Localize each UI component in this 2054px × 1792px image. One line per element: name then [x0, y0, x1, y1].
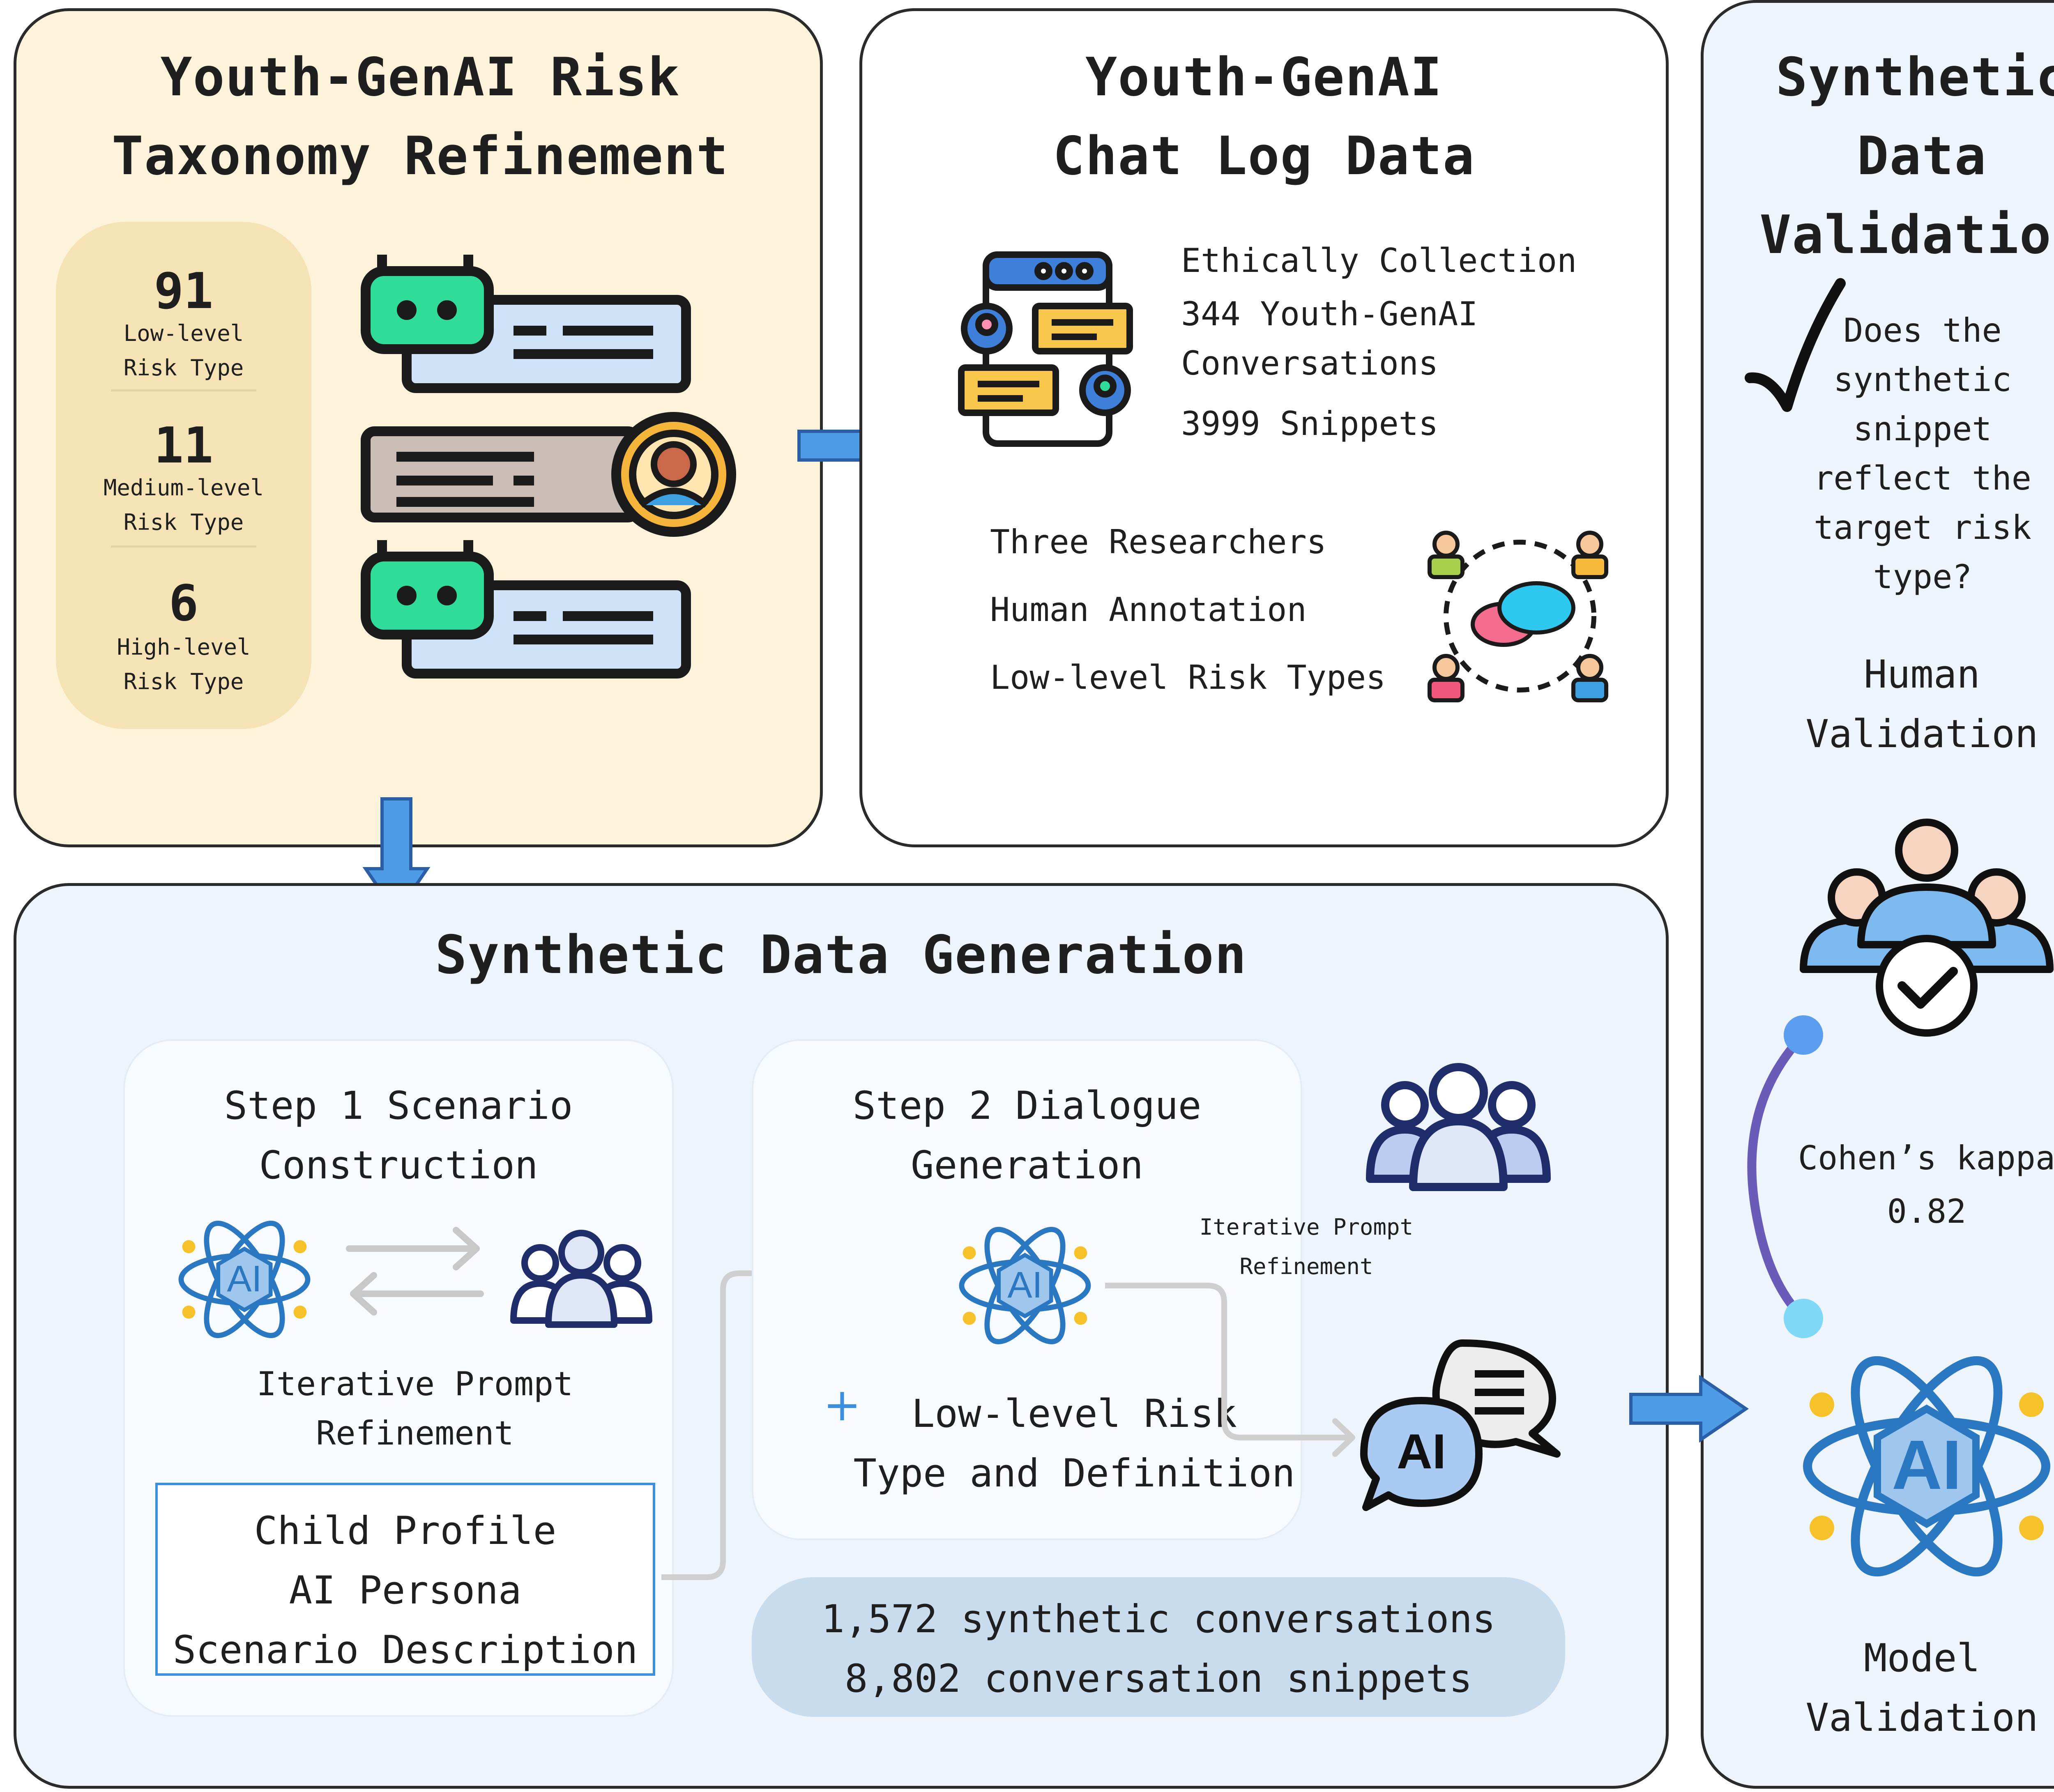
step2-refine-label: Iterative Prompt Refinement — [1199, 1214, 1414, 1279]
profile-line-2: AI Persona — [289, 1568, 522, 1613]
profile-line-3: Scenario Description — [173, 1628, 638, 1672]
step2-title: Step 2 Dialogue Generation — [852, 1083, 1202, 1188]
chatlog-title: Youth-GenAI Chat Log Data — [1053, 47, 1475, 187]
flow-connector-2 — [1105, 1283, 1355, 1457]
output-summary-pill — [752, 1577, 1565, 1717]
plus-icon: + — [823, 1378, 861, 1431]
arrow-right-icon-2 — [1629, 1375, 1749, 1443]
ai-atom-small-icon: AI — [178, 1221, 311, 1338]
validation-title: Synthetic Data Validation — [1759, 47, 2054, 266]
phone-chat-icon — [958, 251, 1133, 447]
high-level-count: 6 — [168, 575, 199, 632]
medium-level-count: 11 — [154, 417, 214, 474]
taxonomy-stats-card — [56, 222, 311, 729]
ai-atom-step2-text: AI — [1007, 1264, 1042, 1306]
people-group-icon — [1366, 1063, 1551, 1191]
ai-atom-small-text: AI — [227, 1258, 262, 1300]
researchers-discussion-icon — [1428, 531, 1608, 702]
validation-question: Does the synthetic snippet reflect the t… — [1814, 311, 2031, 596]
annotation-line-3: Low-level Risk Types — [990, 658, 1386, 697]
output-line-1: 1,572 synthetic conversations — [821, 1597, 1496, 1642]
chatlog-line-2: 344 Youth-GenAI — [1181, 295, 1478, 333]
step1-title: Step 1 Scenario Construction — [224, 1083, 573, 1188]
checkmark-icon — [1745, 278, 1846, 412]
kappa-connector — [1747, 1015, 1823, 1338]
risk-type-label: Low-level Risk Type and Definition — [853, 1392, 1295, 1496]
profile-line-1: Child Profile — [254, 1509, 557, 1553]
annotation-line-1: Three Researchers — [990, 523, 1326, 561]
stats-divider — [111, 545, 256, 547]
taxonomy-title: Youth-GenAI Risk Taxonomy Refinement — [111, 47, 729, 187]
ai-chat-bubble-icon: AI — [1360, 1339, 1561, 1511]
ai-atom-text: AI — [1892, 1426, 1962, 1504]
exchange-arrows-icon — [346, 1227, 484, 1316]
high-level-label: High-level Risk Type — [117, 634, 251, 695]
model-validation-label: Model Validation — [1805, 1636, 2038, 1740]
stats-divider — [111, 389, 256, 391]
ai-atom-icon: AI — [1803, 1356, 2050, 1577]
user-group-icon — [510, 1230, 652, 1328]
medium-level-label: Medium-level Risk Type — [103, 475, 264, 535]
annotation-line-2: Human Annotation — [990, 591, 1307, 629]
human-validation-label: Human Validation — [1805, 652, 2038, 757]
chatlog-line-1: Ethically Collection — [1181, 242, 1577, 280]
profile-box — [155, 1483, 655, 1676]
low-level-count: 91 — [154, 263, 214, 320]
chatlog-line-3: Conversations — [1181, 344, 1439, 382]
ai-chat-badge-text: AI — [1397, 1424, 1446, 1479]
low-level-label: Low-level Risk Type — [123, 320, 244, 381]
output-line-2: 8,802 conversation snippets — [844, 1656, 1472, 1701]
kappa-label: Cohen’s kappa — [1798, 1139, 2054, 1177]
chatlog-line-4: 3999 Snippets — [1181, 405, 1439, 443]
human-validators-icon — [1800, 819, 2054, 1037]
ai-atom-step2-icon: AI — [959, 1227, 1091, 1344]
generation-title: Synthetic Data Generation — [435, 925, 1247, 986]
kappa-value: 0.82 — [1887, 1192, 1966, 1231]
step1-loop-label: Iterative Prompt Refinement — [256, 1365, 573, 1452]
chat-bots-icon — [361, 255, 736, 679]
